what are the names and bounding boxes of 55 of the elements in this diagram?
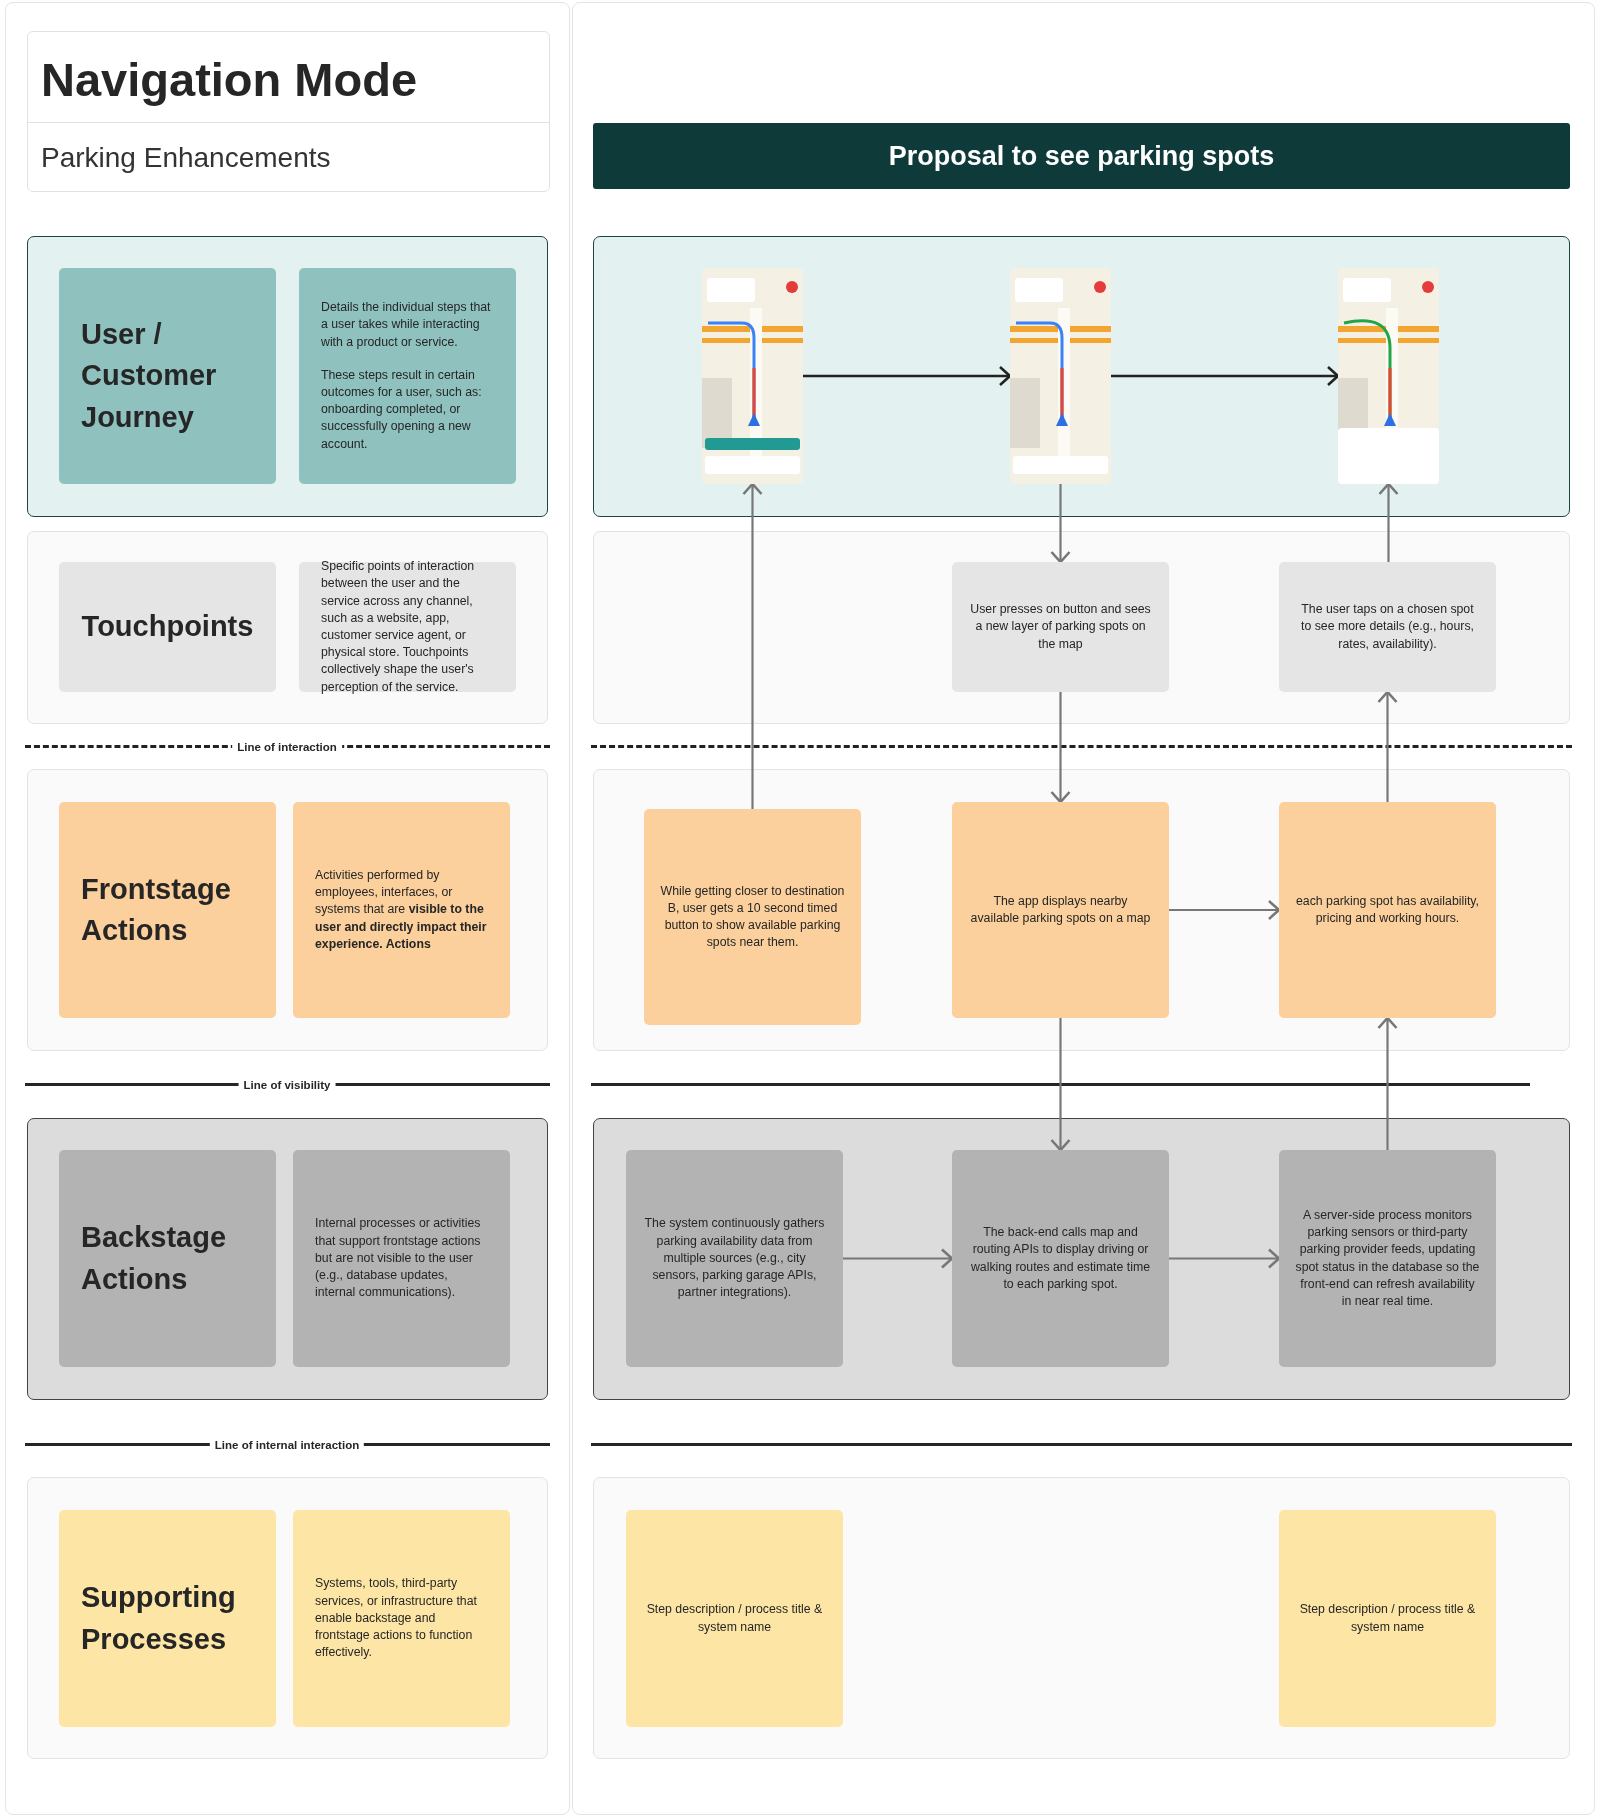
lane-description: Internal processes or activities that support frontstage actions but are not visible to the user (e.g., database updates, internal communications). [315, 1215, 482, 1302]
step-text: The system continuously gathers parking availability data from multiple sources (e.g., city sensors, parking garage APIs, partner integrations). [643, 1215, 826, 1302]
step-card [1279, 562, 1496, 692]
arrow [1169, 899, 1281, 921]
description-card [293, 802, 510, 1018]
lane-title-card [59, 1150, 276, 1367]
step-text: The app displays nearby available parking spots on a map [969, 892, 1152, 927]
arrow [843, 1248, 954, 1269]
step-card [952, 1150, 1169, 1367]
step-card [644, 809, 861, 1025]
step-card [1279, 1150, 1496, 1367]
arrow [1050, 1018, 1071, 1152]
lane-description: Details the individual steps that a user takes while interacting with a product or service. [321, 299, 492, 351]
arrow [1169, 1248, 1281, 1269]
header-bar [593, 123, 1570, 189]
lane-description: Specific points of interaction between the user and the service across any channel, such as a website, app, customer service agent, or physical store. Touchpoints collectively shape the user's perception of the service. [321, 558, 476, 696]
description-card [293, 1510, 510, 1727]
description-card [299, 268, 516, 484]
lane-title-card [59, 268, 276, 484]
lane-title: Backstage Actions [81, 1220, 228, 1297]
arrow [1050, 692, 1071, 804]
step-text: A server-side process monitors parking sensors or third-party parking provider feeds, updating spot status in the database so the front-end can refresh availability in near real time. [1295, 1206, 1480, 1310]
lane-title: User / Customer Journey [81, 317, 218, 435]
arrow [803, 365, 1012, 387]
header-title: Proposal to see parking spots [888, 140, 1275, 172]
lane-description: Systems, tools, third-party services, or infrastructure that enable backstage and frontstage actions to function effectively. [315, 1575, 478, 1662]
step-text: While getting closer to destination B, user gets a 10 second timed button to show available parking spots near them. [660, 882, 845, 952]
step-card [626, 1150, 843, 1367]
step-text: User presses on button and sees a new layer of parking spots on the map [969, 601, 1152, 653]
step-text: each parking spot has availability, pricing and working hours. [1295, 892, 1480, 927]
arrow [1377, 690, 1398, 802]
lane-title: Frontstage Actions [81, 871, 232, 948]
arrow [742, 482, 763, 809]
lane-description: These steps result in certain outcomes for a user, such as: onboarding completed, or successfully opening a new account. [321, 366, 483, 453]
arrow [1378, 482, 1399, 562]
step-card [626, 1510, 843, 1727]
step-card [1279, 802, 1496, 1018]
subtitle: Parking Enhancements [41, 142, 331, 174]
step-text: Step description / process title & system name [645, 1601, 824, 1636]
lane-title: Touchpoints [81, 609, 254, 645]
arrow [1111, 365, 1340, 387]
step-card [1279, 1510, 1496, 1727]
arrow [1050, 484, 1071, 564]
step-card [952, 562, 1169, 692]
page-title: Navigation Mode [41, 52, 418, 107]
lane-description: Activities performed by employees, interfaces, or systems that are visible to the user and directly impact their experience. Actions [315, 867, 488, 953]
step-text: The user taps on a chosen spot to see more details (e.g., hours, rates, availability). [1300, 601, 1475, 653]
lane-title: Supporting Processes [81, 1580, 237, 1657]
description-card [293, 1150, 510, 1367]
lane-title-card [59, 1510, 276, 1727]
step-text: Step description / process title & system name [1298, 1601, 1477, 1636]
step-card [952, 802, 1169, 1018]
arrow [1377, 1016, 1398, 1150]
lane-title-card [59, 802, 276, 1018]
step-text: The back-end calls map and routing APIs to display driving or walking routes and estimate time to each parking spot. [969, 1224, 1152, 1293]
